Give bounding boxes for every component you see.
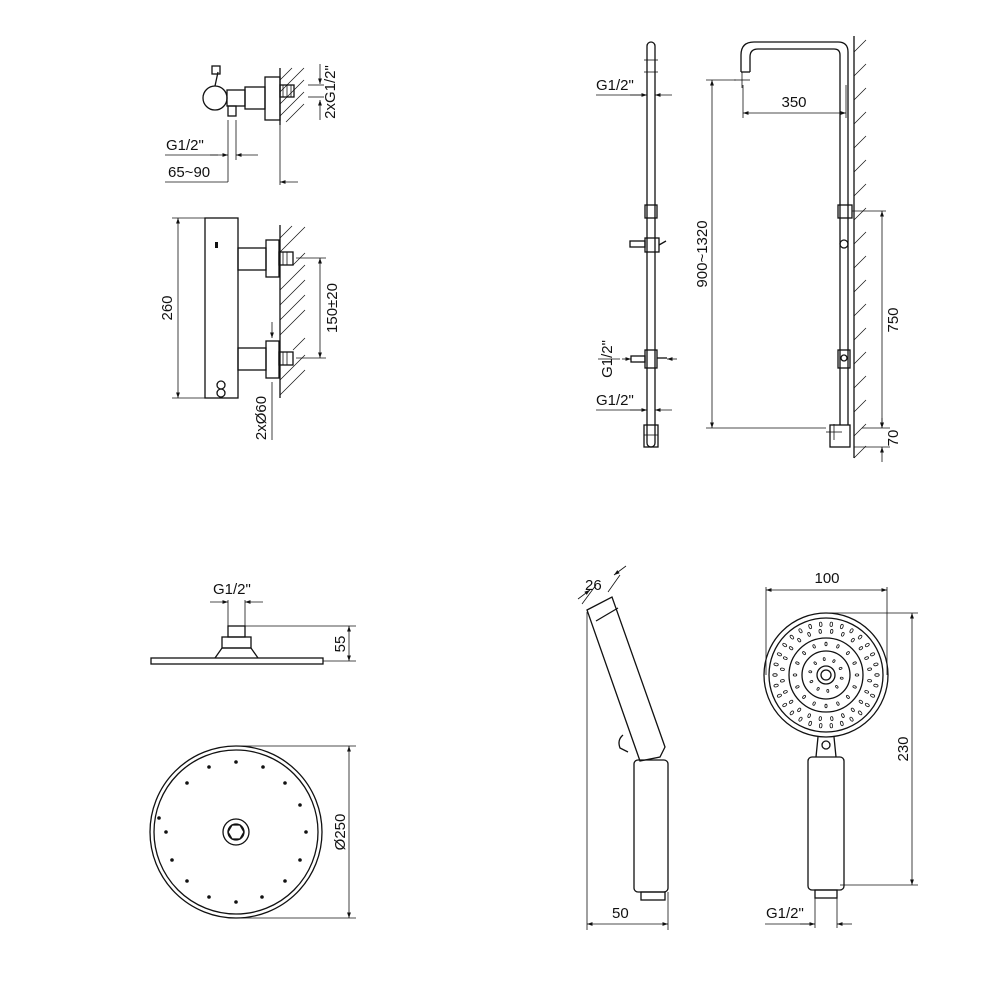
- handshower-face: [763, 612, 889, 738]
- riser-arm-outer: [740, 41, 849, 425]
- mixer-front-view: 260 150±20 2xØ60: [159, 217, 341, 440]
- riser-front-view: G1/2" G1/2" G1/2": [596, 41, 677, 448]
- handshower-handle-width-label: 50: [612, 905, 629, 922]
- handshower-head-width-label: 26: [585, 577, 602, 594]
- riser-bracket-spacing-label: 750: [885, 307, 902, 332]
- riser-side-view: 350 900~1320 750 70: [694, 36, 902, 462]
- mixer-height-label: 260: [159, 295, 176, 320]
- handshower-length-label: 230: [895, 736, 912, 761]
- riser-top-thread-label: G1/2": [596, 77, 634, 94]
- overhead-nozzles: [157, 760, 308, 904]
- handshower-front-view: 100 230 G1/2": [763, 570, 918, 928]
- riser-mid-thread-label: G1/2": [599, 340, 616, 378]
- wall-hatch-front: [279, 225, 306, 398]
- handshower-side-view: 26 50: [577, 565, 669, 930]
- overhead-height-label: 55: [332, 636, 349, 653]
- overhead-side-view: G1/2" 55: [150, 581, 356, 665]
- mixer-centres-label: 150±20: [324, 283, 341, 333]
- wall-hatch-riser: [853, 36, 867, 459]
- mixer-flange-label: 2xØ60: [253, 396, 270, 440]
- mixer-side-view: 2xG1/2" G1/2" 65~90: [165, 64, 339, 185]
- mixer-knob-side: [202, 85, 228, 111]
- overhead-thread-label: G1/2": [213, 581, 251, 598]
- mixer-body: [204, 217, 239, 399]
- riser-bottom-thread-label: G1/2": [596, 392, 634, 409]
- riser-height-range-label: 900~1320: [694, 220, 711, 287]
- overhead-top-view: Ø250: [149, 745, 356, 919]
- overhead-diameter-label: Ø250: [332, 814, 349, 851]
- overhead-disc: [149, 745, 323, 919]
- mixer-inlet-thread-label: G1/2": [166, 137, 204, 154]
- handshower-handle-side: [633, 759, 669, 893]
- handshower-head-side: [586, 596, 666, 762]
- handshower-nozzles: [772, 621, 880, 729]
- handshower-face-width-label: 100: [814, 570, 839, 587]
- overhead-connector: [222, 818, 250, 846]
- mixer-thread-top-label: 2xG1/2": [322, 65, 339, 119]
- overhead-plate: [150, 657, 324, 665]
- riser-base-offset-label: 70: [885, 430, 902, 447]
- riser-arm-inner: [749, 48, 841, 425]
- mixer-projection-label: 65~90: [168, 164, 210, 181]
- handshower-thread-label: G1/2": [766, 905, 804, 922]
- handshower-handle-front: [807, 756, 845, 891]
- riser-arm-reach-label: 350: [781, 94, 806, 111]
- riser-rail: [646, 41, 656, 448]
